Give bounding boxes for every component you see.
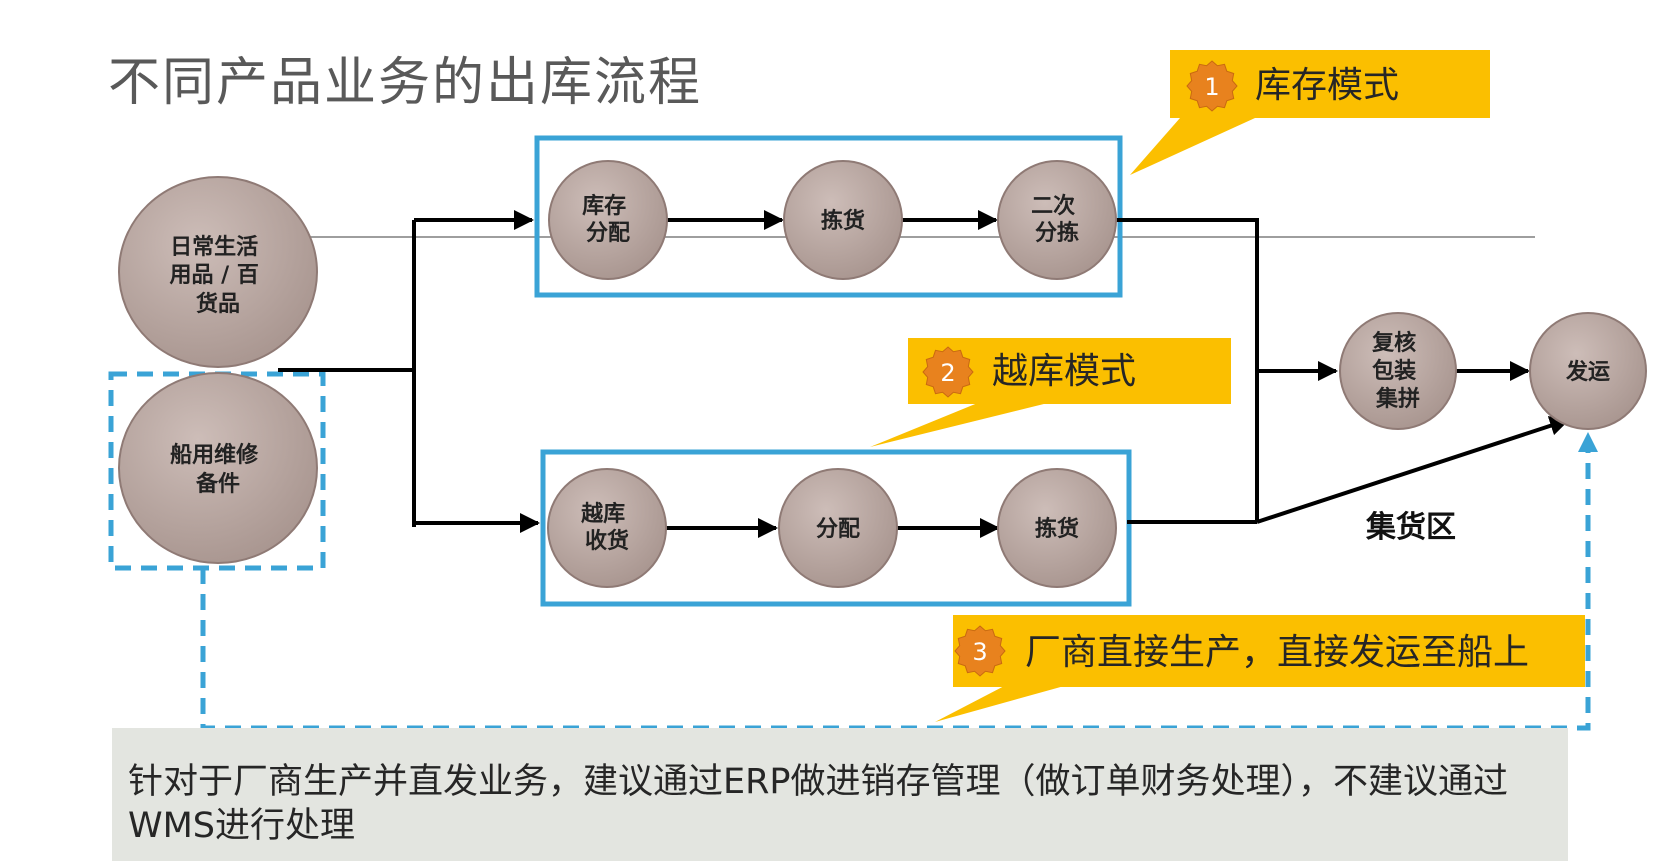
node-shipping	[1529, 312, 1647, 430]
mode1-label: 库存模式	[1255, 65, 1399, 106]
mode2-label: 越库模式	[992, 351, 1136, 392]
node-crossdock-receiving-label: 越库 收货	[580, 502, 633, 554]
merge-line-mode1	[1115, 218, 1259, 522]
callout-pointer-3	[935, 683, 1075, 722]
node-picking-label: 拣货	[821, 208, 865, 234]
node-secondary-sorting	[997, 160, 1117, 280]
badge-2-number: 2	[940, 359, 955, 387]
node-stock-allocation	[548, 160, 668, 280]
mode3-label: 厂商直接生产，直接发运至船上	[1025, 632, 1529, 673]
callout-pointer-1	[1130, 118, 1255, 175]
node-secondary-sorting-line1: 二次	[1031, 193, 1075, 219]
badge-3-icon	[954, 625, 1006, 677]
node-secondary-sorting-line2: 分拣	[1035, 220, 1079, 246]
source-marine-parts-line1: 船用维修	[170, 442, 259, 468]
node-allocation-label: 分配	[816, 517, 860, 542]
node-review-pack	[1339, 312, 1457, 430]
node-stock-allocation-line2: 分配	[586, 221, 630, 246]
node-picking	[783, 160, 903, 280]
source-marine-parts-line2: 备件	[195, 471, 240, 497]
badge-1-number: 1	[1204, 73, 1219, 101]
staging-area-label: 集货区	[1365, 510, 1456, 545]
mode2-box	[540, 449, 1132, 607]
node-picking-2	[997, 468, 1117, 588]
node-crossdock-receiving-line2: 收货	[585, 528, 629, 554]
note-text: 针对于厂商生产并直发业务，建议通过ERP做进销存管理（做订单财务处理），不建议通…	[128, 762, 1509, 846]
node-stock-allocation-label: 库存 分配	[582, 193, 634, 246]
node-secondary-sorting-label: 二次 分拣	[1031, 193, 1083, 246]
node-shipping-label: 发运	[1565, 359, 1610, 385]
badge-1-icon	[1186, 60, 1238, 112]
badge-3-number: 3	[972, 638, 987, 666]
source-daily-goods-line2: 用品 / 百	[169, 263, 258, 288]
node-crossdock-receiving-line1: 越库	[580, 502, 625, 527]
direct-ship-path	[200, 432, 1598, 731]
source-daily-goods-line1: 日常生活	[170, 234, 258, 260]
source-marine-parts-label: 船用维修 备件	[170, 442, 266, 497]
page-title: 不同产品业务的出库流程	[108, 53, 703, 113]
node-allocation	[778, 468, 898, 588]
callout-pointer-2	[870, 400, 1060, 447]
callout-box-3	[953, 615, 1585, 687]
node-stock-allocation-line1: 库存	[582, 193, 626, 219]
source-daily-goods-line3: 货品	[196, 291, 240, 317]
node-review-pack-line3: 集拼	[1375, 386, 1420, 412]
badge-2-icon	[922, 346, 974, 398]
node-crossdock-receiving	[547, 468, 667, 588]
source-daily-goods-node	[118, 176, 318, 368]
note-panel	[112, 728, 1568, 861]
source-daily-goods-label: 日常生活 用品 / 百 货品	[169, 234, 266, 317]
source-marine-parts-node	[118, 372, 318, 564]
mode1-box	[534, 135, 1123, 298]
node-review-pack-line1: 复核	[1371, 330, 1416, 356]
node-review-pack-label: 复核 包装 集拼	[1371, 330, 1424, 412]
node-review-pack-line2: 包装	[1372, 358, 1416, 384]
arrow-staging-to-ship	[1256, 416, 1570, 524]
node-picking-2-label: 拣货	[1035, 516, 1079, 542]
